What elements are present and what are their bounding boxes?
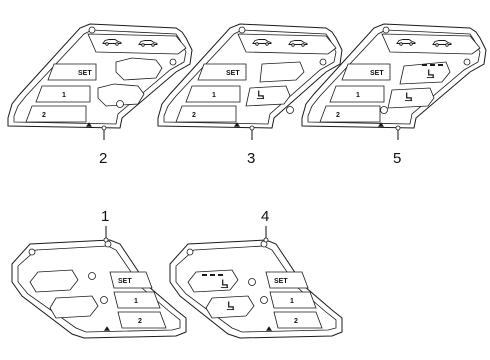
- switch-panel-2: SET 1 2: [7, 23, 193, 129]
- callout-2: 2: [99, 150, 107, 167]
- set-button-label: SET: [78, 70, 92, 77]
- switch-panel-1: SET 1 2: [11, 239, 187, 339]
- memory-1-label: 1: [356, 92, 360, 99]
- memory-2-label: 2: [42, 112, 46, 119]
- set-button-label: SET: [118, 278, 132, 285]
- callout-5: 5: [393, 150, 401, 167]
- switch-panel-5: SET 1 2: [301, 23, 487, 129]
- set-button-label: SET: [370, 70, 384, 77]
- switch-panel-4: SET 1 2: [169, 239, 343, 339]
- memory-2-label: 2: [138, 318, 142, 325]
- memory-2-label: 2: [192, 112, 196, 119]
- callout-3: 3: [247, 150, 255, 167]
- memory-1-label: 1: [212, 92, 216, 99]
- memory-1-label: 1: [134, 298, 138, 305]
- memory-2-label: 2: [294, 318, 298, 325]
- set-button-label: SET: [226, 70, 240, 77]
- callout-4: 4: [261, 208, 269, 225]
- switch-panel-3: SET 1 2: [157, 23, 343, 129]
- memory-1-label: 1: [290, 298, 294, 305]
- callout-1: 1: [101, 208, 109, 225]
- memory-1-label: 1: [62, 92, 66, 99]
- memory-2-label: 2: [336, 112, 340, 119]
- set-button-label: SET: [274, 278, 288, 285]
